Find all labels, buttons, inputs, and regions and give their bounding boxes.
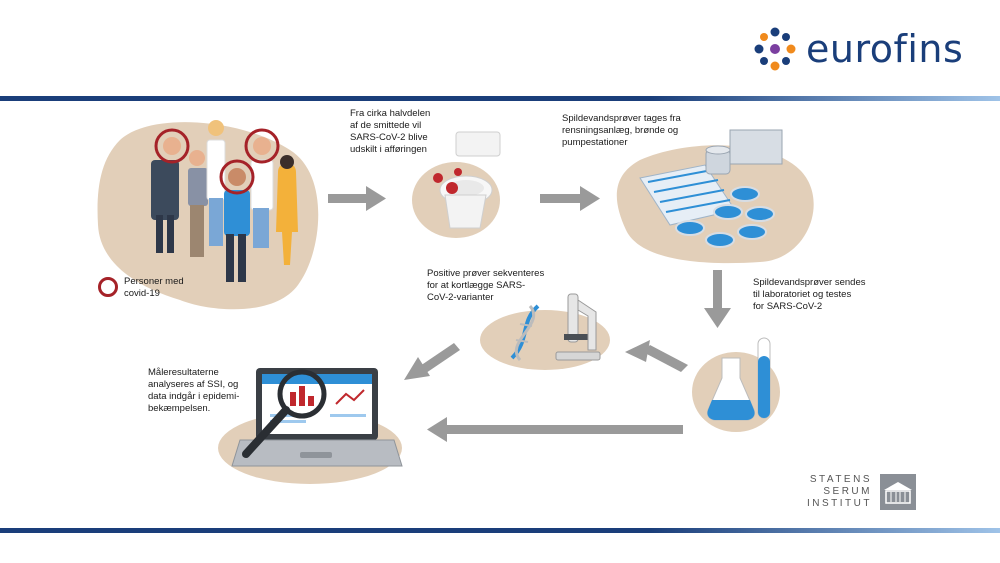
arrow-icon: [540, 186, 600, 211]
arrow-icon: [625, 340, 688, 372]
arrow-icon: [404, 343, 460, 380]
laptop-magnifier-icon: [231, 368, 403, 467]
lab-flask-icon: [707, 337, 771, 421]
ssi-line-3: INSTITUT: [807, 498, 872, 509]
top-divider: [0, 96, 1000, 101]
step-lab-label: Spildevandsprøver sendes til laboratorie…: [753, 277, 866, 312]
virus-icon: [433, 173, 443, 183]
step-analysis-label: Måleresultaterne analyseres af SSI, og d…: [148, 367, 240, 414]
step-infected-label: Fra cirka halvdelen af de smittede vil S…: [350, 108, 431, 155]
legend-label: Personer med covid-19: [124, 276, 184, 299]
legend-ring-icon: [98, 277, 118, 297]
step-sampling-label: Spildevandsprøver tages fra rensningsanl…: [562, 113, 681, 148]
ssi-line-1: STATENS: [809, 474, 872, 485]
step-sequencing-label: Positive prøver sekventeres for at kortl…: [427, 268, 545, 303]
ssi-logo: STATENS SERUM INSTITUT: [807, 474, 916, 510]
ssi-wordmark: STATENS SERUM INSTITUT: [807, 474, 872, 510]
brand-name: eurofins: [806, 27, 964, 71]
eurofins-logo: eurofins: [752, 24, 982, 74]
virus-icon: [454, 168, 462, 176]
virus-icon: [446, 182, 458, 194]
people-group-icon: [151, 120, 298, 282]
eurofins-logo-icon: [754, 27, 796, 71]
arrow-icon: [704, 270, 731, 328]
dna-microscope-icon: [510, 293, 601, 361]
ssi-building-icon: [880, 474, 916, 510]
legend: Personer med covid-19: [98, 276, 184, 300]
bottom-divider: [0, 528, 1000, 533]
toilet-icon: [433, 131, 501, 229]
treatment-plant-icon: [639, 129, 783, 248]
arrow-icon: [328, 186, 386, 211]
ssi-line-2: SERUM: [823, 486, 872, 497]
arrow-icon: [427, 417, 683, 442]
